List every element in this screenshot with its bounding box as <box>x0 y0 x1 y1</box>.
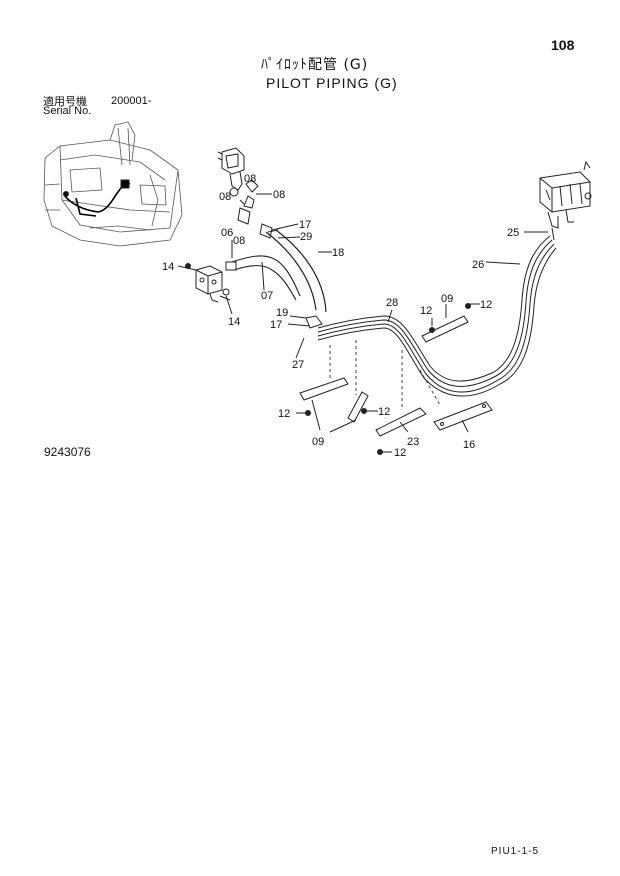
pilot-block-icon <box>195 265 231 303</box>
callout-14-b: 14 <box>228 316 240 328</box>
callout-07: 07 <box>261 290 273 302</box>
control-valve-icon <box>539 160 592 229</box>
pilot-valve-icon <box>217 147 245 197</box>
clamp-plate-09-middle <box>347 391 369 423</box>
callout-19: 19 <box>276 307 288 319</box>
clamp-plate-09-left <box>299 377 349 401</box>
callout-26: 26 <box>472 259 484 271</box>
callout-12-b: 12 <box>480 299 492 311</box>
plate-16 <box>433 401 493 431</box>
callout-08-c: 08 <box>273 189 285 201</box>
overview-highlighted-piping <box>63 182 131 213</box>
callout-08-d: 08 <box>233 235 245 247</box>
callout-12-e: 12 <box>394 447 406 459</box>
callout-18: 18 <box>332 247 344 259</box>
callout-14-a: 14 <box>162 261 174 273</box>
callout-12-a: 12 <box>420 305 432 317</box>
serial-value: 200001- <box>111 95 152 107</box>
callout-29: 29 <box>300 231 312 243</box>
page-title-japanese: ﾊﾟｲﾛｯﾄ配管 (G) <box>261 57 369 73</box>
callout-27: 27 <box>292 359 304 371</box>
callout-25: 25 <box>507 227 519 239</box>
callout-08-b: 08 <box>244 173 256 185</box>
machine-overview-sketch <box>43 121 183 247</box>
page-title-english: PILOT PIPING (G) <box>266 75 398 91</box>
clamp-plate-23 <box>375 407 427 437</box>
callout-09-b: 09 <box>312 436 324 448</box>
clamp-plate-09-upper <box>421 315 469 343</box>
callout-12-d: 12 <box>378 406 390 418</box>
page-number: 108 <box>551 37 575 53</box>
callout-12-c: 12 <box>278 408 290 420</box>
callout-09-a: 09 <box>441 293 453 305</box>
figure-number: 9243076 <box>44 445 91 459</box>
overview-valve-marker <box>120 179 130 189</box>
page-code: PIU1-1-5 <box>491 846 540 857</box>
callout-28: 28 <box>386 297 398 309</box>
callout-17-a: 17 <box>299 219 311 231</box>
callout-06: 06 <box>221 227 233 239</box>
serial-label-english: Serial No. <box>43 105 92 117</box>
callout-16: 16 <box>463 439 475 451</box>
serial-label-japanese: 適用号機 <box>43 95 87 108</box>
callout-17-b: 17 <box>270 319 282 331</box>
callout-08-a: 08 <box>219 191 231 203</box>
callout-23: 23 <box>407 436 419 448</box>
